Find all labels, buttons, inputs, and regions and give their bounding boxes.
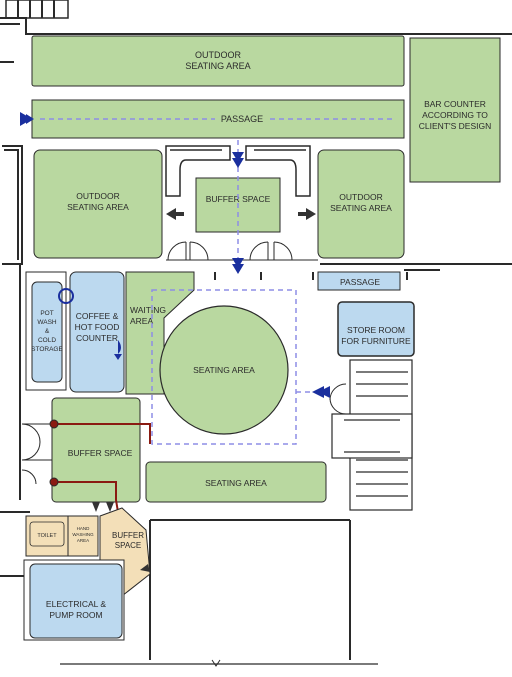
waiting-line2: AREA <box>130 316 153 326</box>
entry-arrow-icon <box>20 112 34 126</box>
service-lines <box>54 423 151 547</box>
outdoor-top-line2: SEATING AREA <box>185 61 250 71</box>
bar-counter: BAR COUNTER ACCORDING TO CLIENT'S DESIGN <box>409 37 501 183</box>
passage-right-label: PASSAGE <box>340 277 380 287</box>
down-arrow-icon <box>92 502 114 512</box>
buffer-small-line1: BUFFER <box>112 531 144 540</box>
coffee-hot-food-counter: COFFEE & HOT FOOD COUNTER <box>69 271 125 393</box>
passage-top: PASSAGE <box>20 99 405 139</box>
coffee-line3: COUNTER <box>76 333 118 343</box>
bar-counter-line3: CLIENT'S DESIGN <box>419 121 491 131</box>
electrical-line1: ELECTRICAL & <box>46 599 106 609</box>
bar-counter-line1: BAR COUNTER <box>424 99 486 109</box>
outdoor-left-line2: SEATING AREA <box>67 202 129 212</box>
left-arrow-icon <box>166 208 184 220</box>
buffer-small-line2: SPACE <box>115 541 142 550</box>
circulation-path <box>151 289 297 445</box>
outdoor-right-line2: SEATING AREA <box>330 203 392 213</box>
outdoor-seating-right: OUTDOOR SEATING AREA <box>317 149 405 259</box>
waiting-area: WAITING AREA <box>125 271 195 395</box>
pot-wash-line2: WASH <box>37 319 57 326</box>
passage-right: PASSAGE <box>317 271 401 291</box>
buffer-left-label: BUFFER SPACE <box>68 448 133 458</box>
passage-top-label: PASSAGE <box>221 114 263 124</box>
electrical-line2: PUMP ROOM <box>49 610 102 620</box>
pot-wash-line3: & <box>45 328 50 335</box>
right-entrance <box>296 383 347 415</box>
coffee-line1: COFFEE & <box>76 311 119 321</box>
down-arrow-icon <box>232 258 244 274</box>
electrical-pump-room: ELECTRICAL & PUMP ROOM <box>23 559 125 641</box>
outdoor-right-line1: OUTDOOR <box>339 192 382 202</box>
seating-circle-label: SEATING AREA <box>193 365 255 375</box>
outdoor-top-line1: OUTDOOR <box>195 50 241 60</box>
bar-counter-line2: ACCORDING TO <box>422 110 488 120</box>
left-arrow-icon <box>312 386 330 398</box>
store-room-line1: STORE ROOM <box>347 325 405 335</box>
coffee-line2: HOT FOOD <box>75 322 120 332</box>
left-doors <box>21 423 52 485</box>
right-arrow-icon <box>298 208 316 220</box>
outdoor-seating-top: OUTDOOR SEATING AREA <box>31 35 405 87</box>
hand-washing-line1: HAND <box>77 526 91 531</box>
seating-area-circle: SEATING AREA <box>159 305 289 435</box>
column-markers <box>214 272 408 280</box>
flow-arrows <box>166 140 316 274</box>
counter-arrow-icon <box>114 340 122 360</box>
hand-washing-line2: WASHING <box>72 532 94 537</box>
store-room-line2: FOR FURNITURE <box>341 336 411 346</box>
staircase <box>331 359 413 511</box>
service-point-icon <box>49 477 59 487</box>
entrance-walls <box>165 145 311 197</box>
service-point-icon <box>49 419 59 429</box>
outdoor-left-line1: OUTDOOR <box>76 191 119 201</box>
seating-bottom-label: SEATING AREA <box>205 478 267 488</box>
hand-washing-line3: AREA <box>77 538 89 543</box>
toilet-label: TOILET <box>37 533 57 539</box>
waiting-line1: WAITING <box>130 305 166 315</box>
store-room: STORE ROOM FOR FURNITURE <box>337 301 415 357</box>
outdoor-seating-left: OUTDOOR SEATING AREA <box>33 149 163 259</box>
door-swings <box>166 241 318 261</box>
pot-wash-line1: POT <box>40 310 53 317</box>
down-arrow-icon <box>232 152 244 168</box>
column-marker-icon <box>58 288 74 304</box>
pot-wash-storage: POT WASH & COLD STORAGE <box>25 271 67 391</box>
pot-wash-line5: STORAGE <box>31 346 63 353</box>
buffer-space-left: BUFFER SPACE <box>51 397 141 503</box>
seating-area-bottom: SEATING AREA <box>145 461 327 503</box>
pot-wash-line4: COLD <box>38 337 56 344</box>
